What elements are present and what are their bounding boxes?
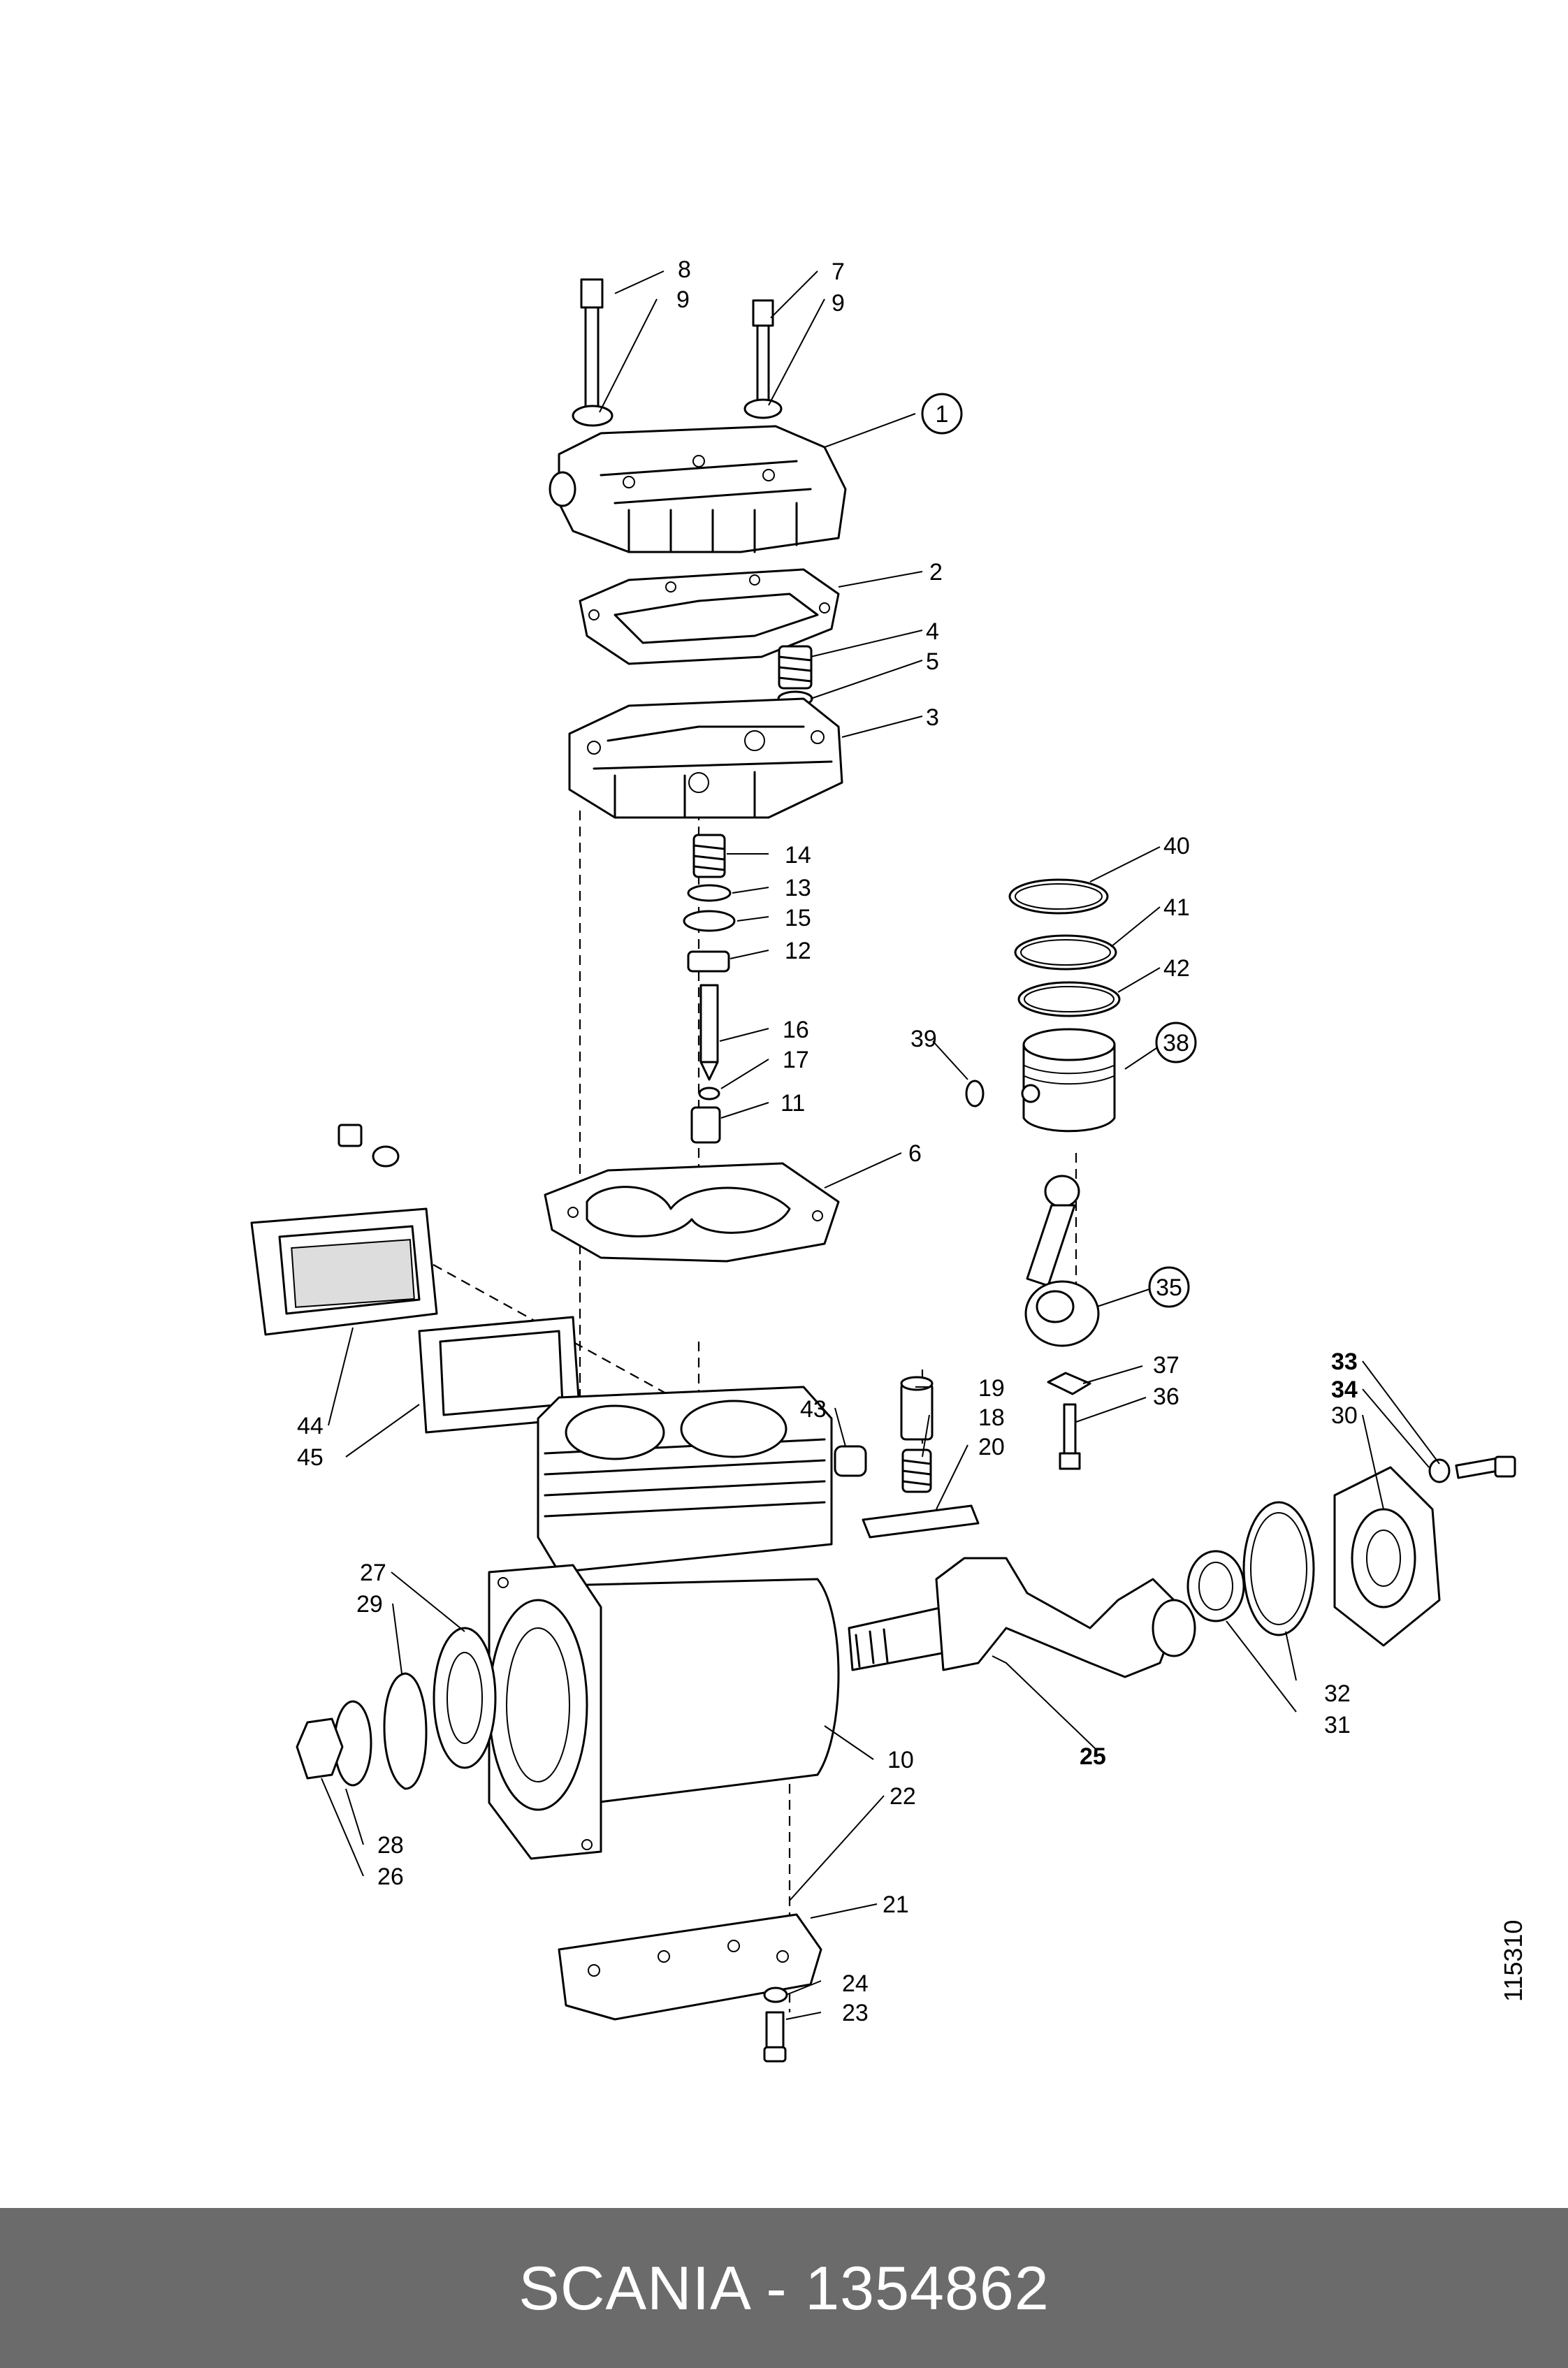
- rear-cover-assembly: [1186, 1455, 1516, 1647]
- callout-ring-35: [1148, 1266, 1190, 1308]
- callout-40: 40: [1163, 833, 1190, 859]
- callout-33: 33: [1331, 1349, 1358, 1375]
- callout-25: 25: [1080, 1743, 1106, 1770]
- callout-13: 13: [785, 875, 811, 901]
- callout-labels: 1 2 3 4 5 6 7 8 9 9 10 11 12 13 14 15 16…: [297, 256, 1358, 2026]
- callout-20: 20: [978, 1434, 1005, 1460]
- cylinder-head-cover: [549, 425, 847, 553]
- callout-38: 38: [1163, 1030, 1189, 1056]
- callout-15: 15: [785, 905, 811, 931]
- rod-bolt-36: [1047, 1372, 1091, 1470]
- callout-29: 29: [356, 1591, 383, 1618]
- exploded-parts-diagram: 1 2 3 4 5 6 7 8 9 9 10 11 12 13 14 15 16…: [250, 256, 1527, 2063]
- callout-34: 34: [1331, 1377, 1358, 1403]
- callout-17: 17: [783, 1047, 809, 1073]
- callout-35: 35: [1156, 1274, 1182, 1301]
- cylinder-gasket-6: [544, 1162, 840, 1263]
- cylinder-head-3: [568, 697, 843, 819]
- callout-23: 23: [842, 2000, 869, 2026]
- callout-9a: 9: [676, 286, 690, 313]
- callout-19: 19: [978, 1375, 1005, 1402]
- valve-spring-4: [777, 645, 813, 707]
- cover-bolt-7: [743, 299, 783, 419]
- callout-45: 45: [297, 1444, 324, 1471]
- callout-ring-1: [921, 393, 963, 435]
- callout-10: 10: [887, 1747, 914, 1773]
- callout-32: 32: [1324, 1680, 1351, 1707]
- piston-rings: [1008, 878, 1121, 1017]
- callout-31: 31: [1324, 1712, 1351, 1738]
- callout-28: 28: [377, 1832, 404, 1859]
- callout-16: 16: [783, 1017, 809, 1043]
- callout-9b: 9: [832, 290, 845, 317]
- circled-callouts: [921, 393, 1197, 1308]
- callout-8: 8: [678, 256, 691, 283]
- leader-lines: [321, 270, 1440, 2020]
- crankcase-10: [488, 1386, 840, 1860]
- callout-36: 36: [1153, 1383, 1179, 1410]
- crankshaft-25: [848, 1557, 1196, 1678]
- callout-24: 24: [842, 1970, 869, 1997]
- callout-6: 6: [908, 1140, 922, 1167]
- callout-1: 1: [936, 401, 949, 428]
- callout-7: 7: [832, 259, 845, 285]
- callout-30: 30: [1331, 1402, 1358, 1429]
- drain-plug: [337, 1124, 400, 1168]
- callout-2: 2: [929, 559, 943, 586]
- footer-banner: SCANIA - 1354862: [0, 2208, 1568, 2368]
- connecting-rod-35: [1024, 1175, 1100, 1347]
- callout-42: 42: [1163, 955, 1190, 982]
- callout-ring-38: [1155, 1022, 1197, 1063]
- reference-number: 115310: [1499, 1920, 1527, 2002]
- front-bearing-27: [296, 1627, 497, 1790]
- inspection-cover-44: [250, 1207, 438, 1336]
- callout-43: 43: [800, 1396, 827, 1423]
- callout-41: 41: [1163, 894, 1190, 921]
- callout-4: 4: [926, 618, 939, 645]
- callout-44: 44: [297, 1413, 324, 1439]
- bottom-cover-21: [558, 1913, 822, 2063]
- callout-21: 21: [883, 1891, 909, 1918]
- callout-26: 26: [377, 1864, 404, 1890]
- callout-12: 12: [785, 938, 811, 964]
- callout-18: 18: [978, 1404, 1005, 1431]
- piston-38: [965, 1028, 1116, 1133]
- cover-bolt-8: [572, 278, 614, 427]
- head-gasket-2: [579, 568, 840, 665]
- callout-27: 27: [360, 1560, 386, 1586]
- valve-stack: [683, 834, 736, 1144]
- footer-title: SCANIA - 1354862: [518, 2253, 1050, 2323]
- callout-11: 11: [781, 1090, 805, 1117]
- callout-5: 5: [926, 648, 939, 675]
- callout-37: 37: [1153, 1352, 1179, 1379]
- callout-3: 3: [926, 704, 939, 731]
- callout-14: 14: [785, 842, 811, 869]
- unloader-valve-19: [834, 1376, 980, 1539]
- callout-22: 22: [890, 1783, 916, 1810]
- callout-39: 39: [910, 1026, 937, 1052]
